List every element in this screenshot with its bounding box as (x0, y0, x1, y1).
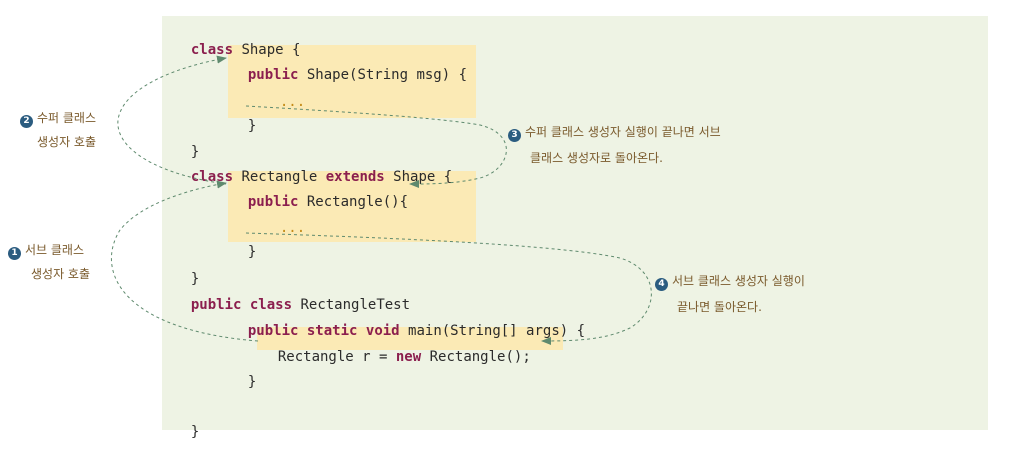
code-line-class-rectangle: class Rectangle extends Shape { (190, 169, 453, 185)
code-line-rectangle-constructor-close: } (247, 244, 257, 260)
code-line-rectangle-ellipsis: ... (279, 220, 306, 236)
arrow-3-return-to-sub (245, 105, 507, 188)
arrow-2-super-constructor-call (117, 55, 227, 185)
code-line-main-method: public static void main(String[] args) { (247, 323, 586, 339)
code-line-class-rectangletest: public class RectangleTest (190, 297, 411, 313)
step-3-badge: 3 (508, 129, 521, 142)
code-line-new-rectangle: Rectangle r = new Rectangle(); (277, 349, 531, 365)
step-4-badge: 4 (655, 278, 668, 291)
arrow-1-sub-constructor-call (111, 180, 259, 342)
step-2-badge: 2 (20, 115, 33, 128)
step-1-badge: 1 (8, 247, 21, 260)
rectangle-constructor-highlight (228, 171, 476, 242)
code-line-rectangle-constructor: public Rectangle(){ (247, 194, 409, 210)
code-line-shape-constructor: public Shape(String msg) { (247, 67, 468, 83)
code-line-shape-ellipsis: ... (279, 94, 306, 110)
shape-constructor-highlight (228, 45, 476, 118)
code-line-shape-class-close: } (190, 144, 200, 160)
code-line-rectangle-class-close: } (190, 271, 200, 287)
code-line-shape-constructor-close: } (247, 118, 257, 134)
code-line-class-shape: class Shape { (190, 42, 301, 58)
code-line-main-close: } (247, 374, 257, 390)
code-line-rectangletest-close: } (190, 424, 200, 440)
arrow-4-return-to-main (245, 232, 652, 345)
new-rectangle-highlight (257, 327, 563, 350)
